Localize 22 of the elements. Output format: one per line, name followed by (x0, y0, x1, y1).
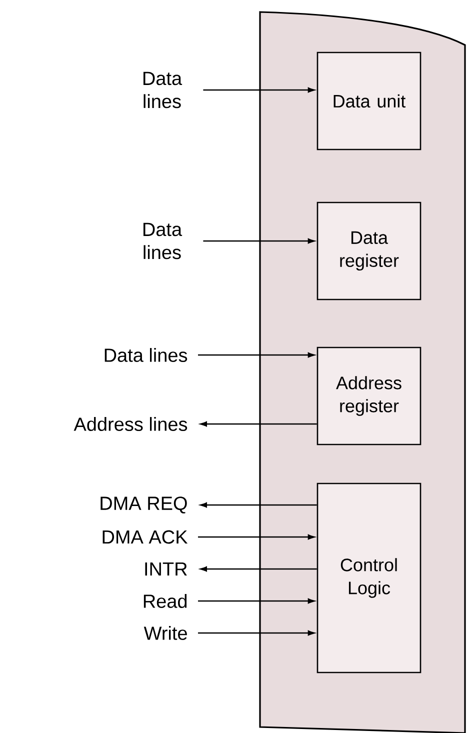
arrow (200, 566, 317, 572)
arrow (198, 534, 315, 540)
arrow (203, 238, 315, 244)
signal-label: Data lines (104, 348, 188, 362)
component-box: Address register (316, 346, 422, 446)
signal-label: Data lines (143, 222, 182, 260)
signal-label: DMA ACK (102, 530, 188, 544)
signal-label: Address lines (74, 417, 188, 431)
component-box: Control Logic (316, 482, 422, 674)
signal-label: Write (144, 626, 187, 640)
signal-label: Data lines (143, 72, 182, 108)
signal-label: INTR (145, 562, 187, 576)
arrow (200, 421, 317, 427)
component-box: Data unit (316, 52, 422, 150)
arrow (198, 598, 315, 604)
signal-label: DMA REQ (100, 496, 187, 514)
arrow (203, 87, 315, 93)
arrow (198, 630, 315, 636)
arrow (200, 502, 317, 508)
arrow (198, 352, 315, 358)
component-box: Data register (316, 202, 422, 300)
signal-label: Read (144, 594, 187, 608)
